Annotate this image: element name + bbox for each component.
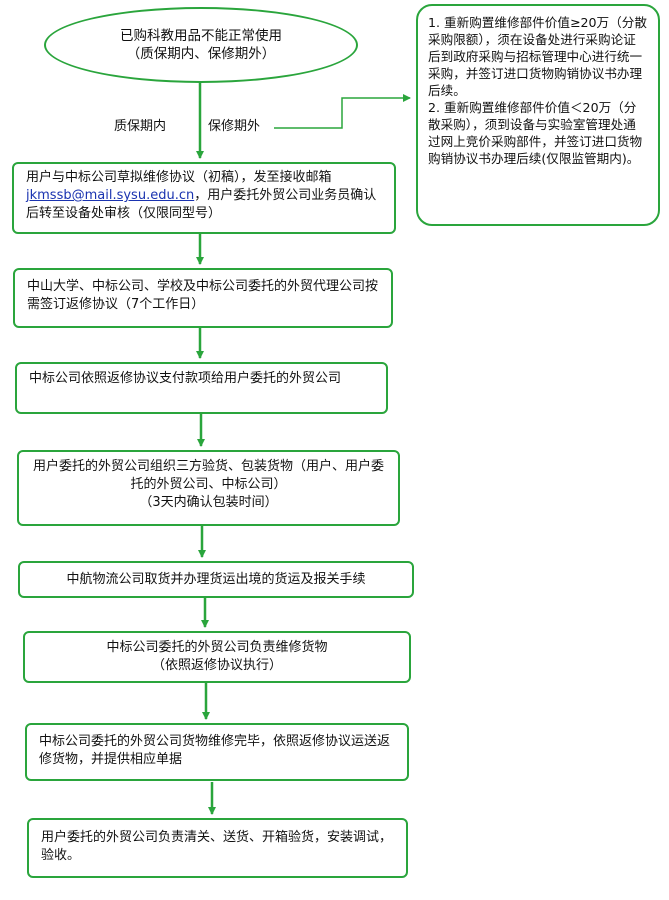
arrow-out-of-warranty-to-note bbox=[274, 94, 411, 129]
step-3-text: 中标公司依照返修协议支付款项给用户委托的外贸公司 bbox=[29, 371, 342, 386]
step-3-payment: 中标公司依照返修协议支付款项给用户委托的外贸公司 bbox=[15, 362, 388, 414]
email-link[interactable]: jkmssb@mail.sysu.edu.cn bbox=[26, 188, 195, 203]
start-line1: 已购科教用品不能正常使用 bbox=[120, 28, 282, 44]
step-7-return-shipment: 中标公司委托的外贸公司货物维修完毕，依照返修协议运送返修货物，并提供相应单据 bbox=[25, 723, 409, 781]
step-8-customs-acceptance: 用户委托的外贸公司负责清关、送货、开箱验货，安装调试，验收。 bbox=[27, 818, 408, 878]
start-node: 已购科教用品不能正常使用 （质保期内、保修期外） bbox=[44, 7, 358, 83]
step-4-line1: 用户委托的外贸公司组织三方验货、包装货物（用户、用户委托的外贸公司、中标公司） bbox=[32, 459, 384, 492]
step-1-text-after: ，用户委托外贸公司业务员确认后转至设备处审核（仅限同型号） bbox=[26, 188, 377, 221]
step-7-text: 中标公司委托的外贸公司货物维修完毕，依照返修协议运送返修货物，并提供相应单据 bbox=[39, 734, 391, 767]
step-2-sign-agreement: 中山大学、中标公司、学校及中标公司委托的外贸代理公司按需签订返修协议（7个工作日… bbox=[13, 268, 393, 328]
step-1-draft-agreement: 用户与中标公司草拟维修协议（初稿），发至接收邮箱 jkmssb@mail.sys… bbox=[12, 162, 396, 234]
step-6-line1: 中标公司委托的外贸公司负责维修货物 bbox=[106, 640, 328, 655]
step-6-line2: （依照返修协议执行） bbox=[151, 658, 282, 673]
label-warranty-out: 保修期外 bbox=[208, 119, 261, 134]
step-1-text-before: 用户与中标公司草拟维修协议（初稿），发至接收邮箱 bbox=[26, 170, 332, 185]
start-line2: （质保期内、保修期外） bbox=[126, 46, 276, 62]
label-warranty-in: 质保期内 bbox=[114, 119, 167, 134]
step-5-text: 中航物流公司取货并办理货运出境的货运及报关手续 bbox=[66, 572, 366, 587]
step-4-line2: （3天内确认包装时间） bbox=[139, 495, 278, 510]
step-5-logistics: 中航物流公司取货并办理货运出境的货运及报关手续 bbox=[18, 561, 414, 598]
note-item-2: 2. 重新购置维修部件价值＜20万（分散采购），须到设备与实验室管理处通过网上竞… bbox=[428, 100, 643, 166]
note-item-1: 1. 重新购置维修部件价值≥20万（分散采购限额），须在设备处进行采购论证后到政… bbox=[428, 15, 647, 98]
step-6-repair: 中标公司委托的外贸公司负责维修货物 （依照返修协议执行） bbox=[23, 631, 411, 683]
step-4-inspection-packing: 用户委托的外贸公司组织三方验货、包装货物（用户、用户委托的外贸公司、中标公司） … bbox=[17, 450, 400, 526]
step-2-text: 中山大学、中标公司、学校及中标公司委托的外贸代理公司按需签订返修协议（7个工作日… bbox=[27, 279, 379, 312]
note-box: 1. 重新购置维修部件价值≥20万（分散采购限额），须在设备处进行采购论证后到政… bbox=[416, 4, 660, 226]
step-8-text: 用户委托的外贸公司负责清关、送货、开箱验货，安装调试，验收。 bbox=[41, 830, 393, 863]
